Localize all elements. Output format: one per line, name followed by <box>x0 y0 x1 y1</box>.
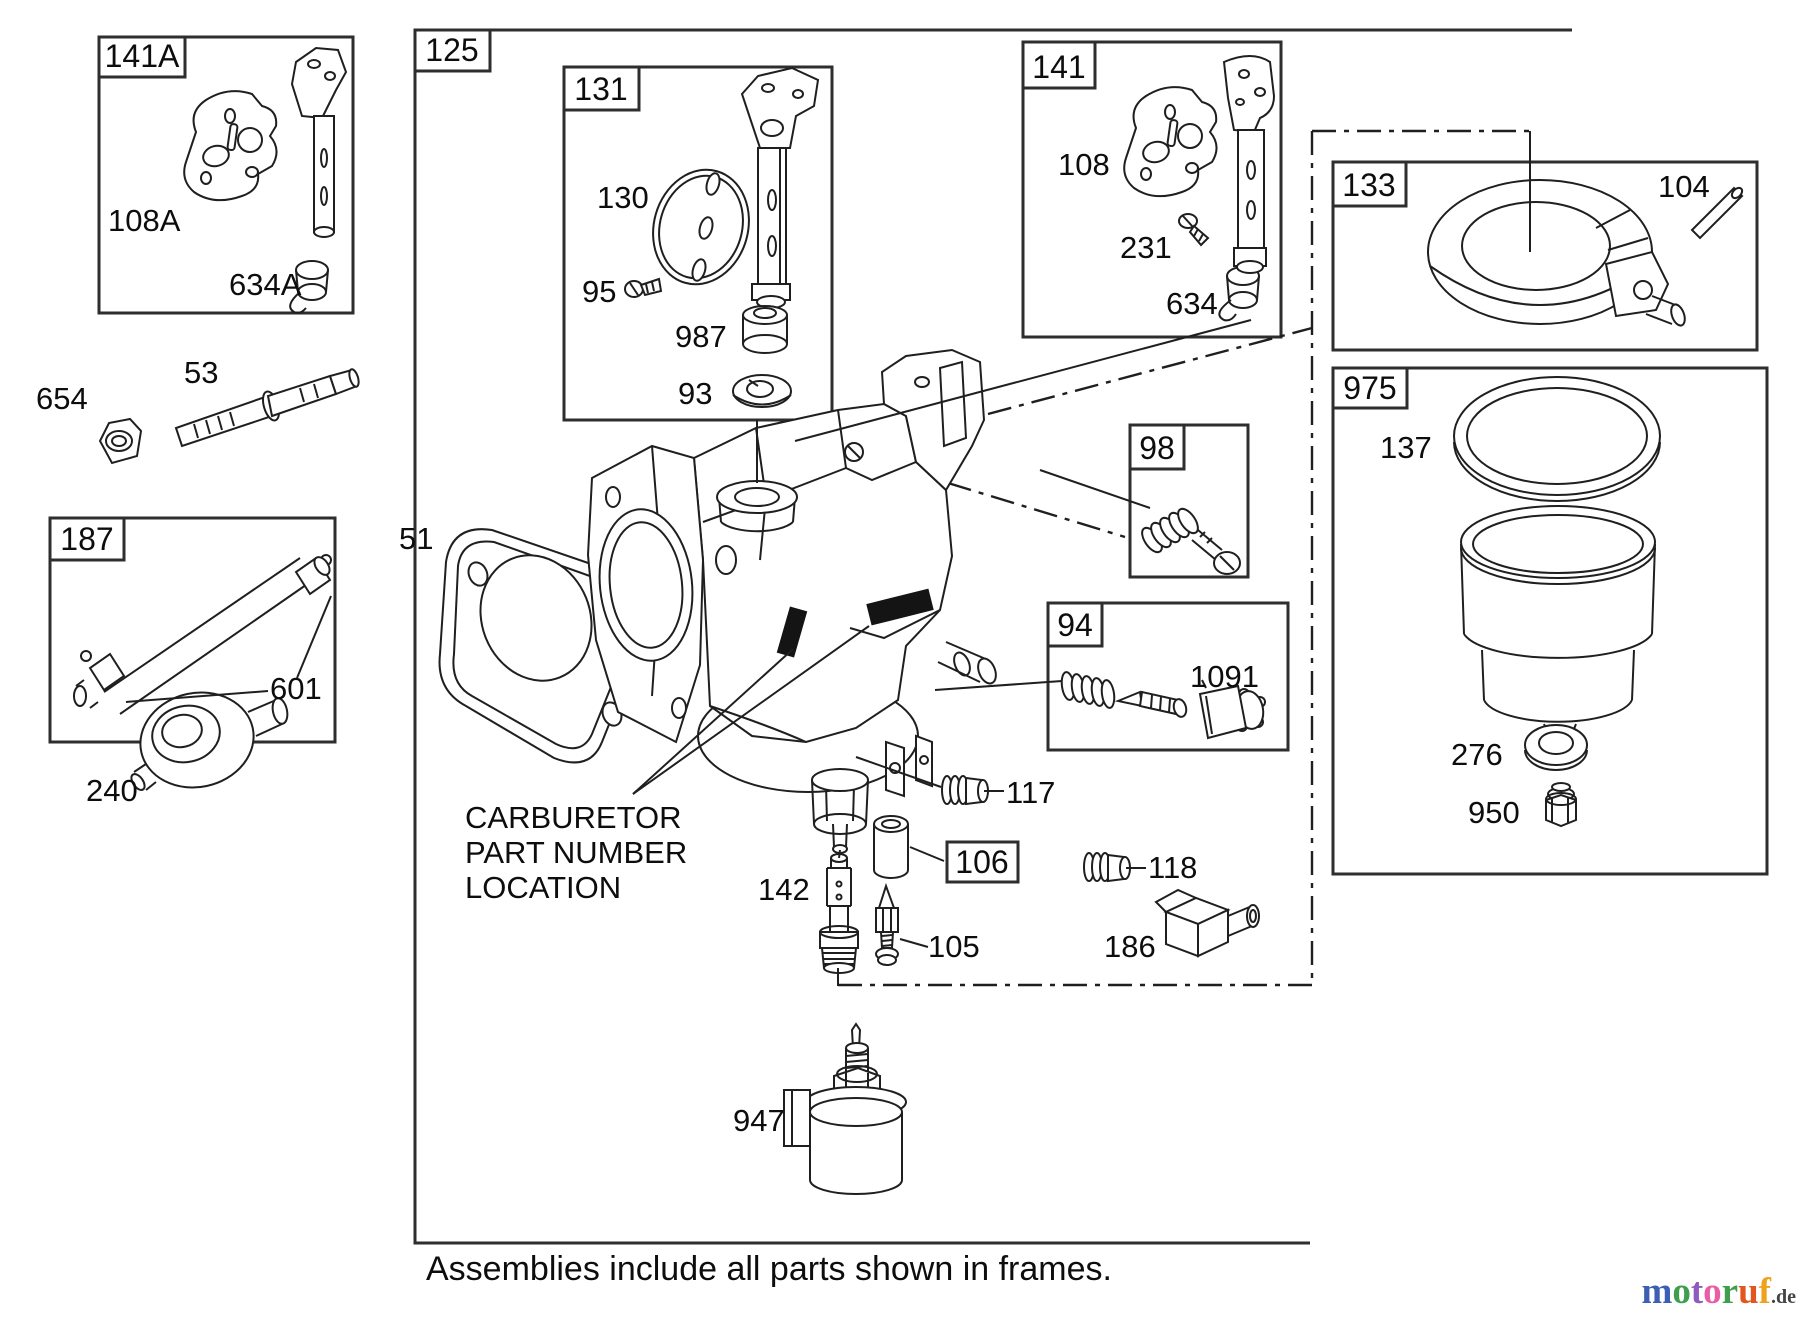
welch-plug-118-drawing <box>1083 852 1131 883</box>
part-label-654: 654 <box>36 381 88 416</box>
part-number-labels: 108A 634A 654 53 601 240 51 130 95 987 9… <box>36 147 1710 1138</box>
part-label-601: 601 <box>270 671 322 706</box>
part-label-276: 276 <box>1451 737 1503 772</box>
frame-label-131: 131 <box>574 71 627 107</box>
logo-letter: m <box>1641 1271 1673 1312</box>
throttle-disc-130-drawing <box>652 168 750 286</box>
frame-label-141A: 141A <box>105 38 180 74</box>
washer-276-drawing <box>1524 724 1588 771</box>
fuel-solenoid-947-drawing <box>783 1022 907 1195</box>
frame-94 <box>1046 601 1290 752</box>
frame-141 <box>1021 40 1283 339</box>
float-133-drawing <box>1427 179 1686 327</box>
frame-187 <box>48 516 337 744</box>
float-bowl-drawing <box>1460 505 1656 735</box>
frame-label-141: 141 <box>1032 49 1085 85</box>
part-label-108A: 108A <box>108 203 181 238</box>
choke-shaft-141A-drawing <box>290 46 348 238</box>
bolt-53-drawing <box>174 368 360 448</box>
part-label-117: 117 <box>1006 775 1055 810</box>
logo-letter: t <box>1690 1271 1704 1312</box>
logo-letter: f <box>1758 1271 1771 1312</box>
frame-label-975: 975 <box>1343 370 1396 406</box>
needle-jet-105-drawing <box>875 882 899 966</box>
frame-131 <box>562 65 834 422</box>
elbow-fitting-186-drawing <box>1154 888 1260 958</box>
part-label-142: 142 <box>758 872 810 907</box>
logo-letter: o <box>1672 1271 1691 1312</box>
screw-95-drawing <box>624 277 663 298</box>
carburetor-body-drawing <box>586 348 997 854</box>
part-label-950: 950 <box>1468 795 1520 830</box>
nut-654-drawing <box>98 417 143 465</box>
part-label-118: 118 <box>1148 850 1197 885</box>
bowl-nut-950-drawing <box>1545 782 1577 828</box>
logo-letter: r <box>1721 1271 1739 1312</box>
diagram-caption: Assemblies include all parts shown in fr… <box>426 1250 1112 1288</box>
choke-plate-108-drawing <box>1123 86 1218 198</box>
jet-sleeve-106-drawing <box>873 815 909 879</box>
valve-assembly-1091-drawing <box>1198 679 1266 740</box>
part-label-186: 186 <box>1104 929 1156 964</box>
throttle-plate-108A-drawing <box>183 90 278 202</box>
hinge-pin-104-drawing <box>1690 186 1744 240</box>
frame-125 <box>413 28 1572 1245</box>
emulsion-tube-142-drawing <box>819 853 859 974</box>
note-line-2: PART NUMBER <box>465 835 687 870</box>
part-label-130: 130 <box>597 180 649 215</box>
part-label-93: 93 <box>678 376 712 411</box>
frame-label-106: 106 <box>955 844 1008 880</box>
leader-lines <box>125 131 1531 986</box>
part-label-987: 987 <box>675 319 727 354</box>
part-label-634: 634 <box>1166 286 1218 321</box>
needle-valve-94-drawing <box>1060 671 1266 740</box>
frame-labels: 141A 187 125 131 141 133 975 98 94 106 <box>60 32 1396 880</box>
part-label-231: 231 <box>1120 230 1172 265</box>
frame-label-133: 133 <box>1342 167 1395 203</box>
part-label-240: 240 <box>86 773 138 808</box>
part-label-104: 104 <box>1658 169 1710 204</box>
part-label-105: 105 <box>928 929 980 964</box>
bowl-gasket-137-drawing <box>1453 376 1661 502</box>
spring-clip-634-drawing <box>1218 266 1260 322</box>
fuel-filter-240-drawing <box>130 691 289 791</box>
part-label-108: 108 <box>1058 147 1110 182</box>
note-line-1: CARBURETOR <box>465 800 681 835</box>
logo-letter: u <box>1738 1271 1759 1312</box>
spring-clip-634A-drawing <box>289 260 329 314</box>
motoruf-logo: motoruf.de <box>1642 1270 1797 1313</box>
part-label-95: 95 <box>582 274 616 309</box>
part-label-53: 53 <box>184 355 218 390</box>
part-label-1091: 1091 <box>1190 659 1259 694</box>
frame-label-98: 98 <box>1139 430 1175 466</box>
frame-975 <box>1331 366 1769 876</box>
part-label-947: 947 <box>733 1103 785 1138</box>
part-label-634A: 634A <box>229 267 302 302</box>
label-box-106 <box>945 840 1020 884</box>
part-label-137: 137 <box>1380 430 1432 465</box>
choke-shaft-141-drawing <box>1222 55 1276 274</box>
part-number-location-note: CARBURETOR PART NUMBER LOCATION <box>465 800 687 905</box>
logo-suffix: .de <box>1771 1286 1796 1308</box>
note-line-3: LOCATION <box>465 870 621 905</box>
logo-letter: o <box>1703 1271 1722 1312</box>
frame-133 <box>1331 160 1759 352</box>
frame-label-187: 187 <box>60 521 113 557</box>
bushing-987-drawing <box>742 305 788 354</box>
frame-141A <box>97 35 355 315</box>
idle-spring-screw-98-drawing <box>1141 507 1241 575</box>
screw-231-drawing <box>1178 213 1210 247</box>
part-label-51: 51 <box>399 521 433 556</box>
welch-plug-117-drawing <box>941 775 989 806</box>
throttle-shaft-131-drawing <box>740 66 820 309</box>
seal-ring-93-drawing <box>732 374 792 408</box>
assembly-connector-lines <box>838 129 1530 987</box>
fuel-hose-187-drawing <box>73 554 332 715</box>
frame-label-125: 125 <box>425 32 478 68</box>
frame-label-94: 94 <box>1057 607 1093 643</box>
